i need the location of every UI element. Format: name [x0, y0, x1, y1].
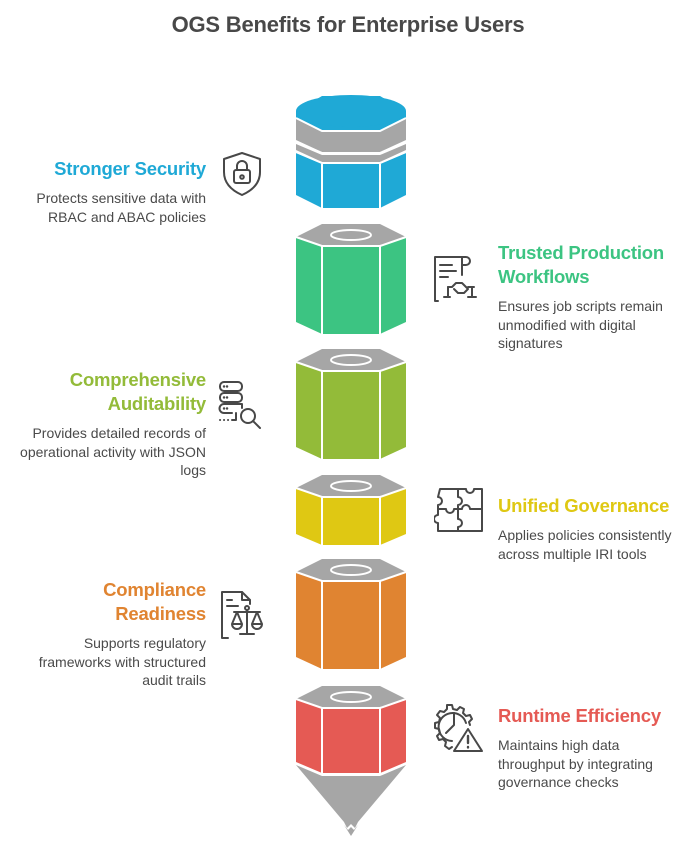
benefit-description: Ensures job scripts remain unmodified wi… — [498, 298, 663, 351]
puzzle-icon — [434, 485, 486, 535]
benefit-auditability: Comprehensive Auditability Provides deta… — [10, 368, 206, 480]
benefit-governance: Unified Governance Applies policies cons… — [498, 494, 690, 563]
pencil-tip — [296, 765, 406, 836]
segment-efficiency — [295, 686, 407, 773]
signed-document-icon — [432, 253, 484, 303]
gear-warning-icon — [432, 703, 486, 755]
benefit-description: Provides detailed records of operational… — [20, 425, 206, 478]
server-search-icon — [216, 378, 270, 430]
benefit-workflows: Trusted Production Workflows Ensures job… — [498, 241, 688, 353]
benefit-title: Unified Governance — [498, 495, 670, 516]
benefit-title: Stronger Security — [54, 158, 206, 179]
benefit-compliance: Compliance Readiness Supports regulatory… — [10, 578, 206, 690]
shield-lock-icon — [218, 150, 266, 198]
segment-security — [295, 95, 407, 208]
segment-governance — [295, 475, 407, 545]
document-scale-icon — [218, 588, 270, 640]
segment-auditability — [295, 349, 407, 459]
benefit-efficiency: Runtime Efficiency Maintains high data t… — [498, 704, 690, 792]
benefit-title: Comprehensive Auditability — [69, 369, 206, 414]
benefit-description: Applies policies consistently across mul… — [498, 527, 672, 562]
benefit-title: Compliance Readiness — [103, 579, 206, 624]
diagram-title: OGS Benefits for Enterprise Users — [171, 12, 525, 37]
benefit-description: Maintains high data throughput by integr… — [498, 737, 653, 790]
benefit-security: Stronger Security Protects sensitive dat… — [10, 157, 206, 226]
segment-compliance — [295, 559, 407, 669]
benefit-title: Runtime Efficiency — [498, 705, 661, 726]
benefit-description: Supports regulatory frameworks with stru… — [38, 635, 206, 688]
benefit-title: Trusted Production Workflows — [498, 242, 664, 287]
benefit-description: Protects sensitive data with RBAC and AB… — [36, 190, 206, 225]
segment-workflows — [295, 224, 407, 334]
